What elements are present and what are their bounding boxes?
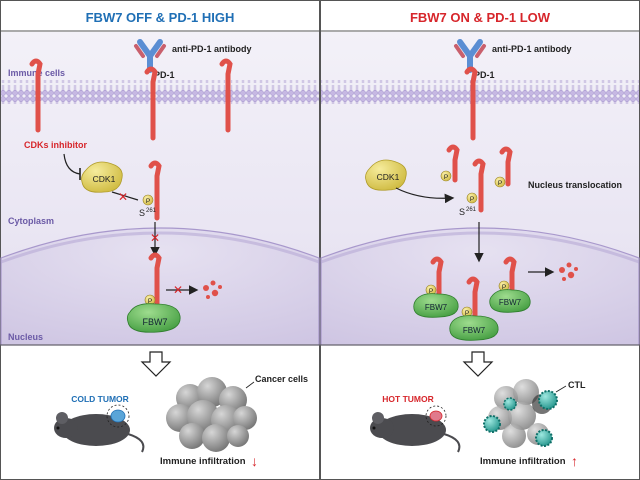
left-degraded-fragments [203, 280, 222, 299]
right-nucleus [320, 227, 640, 346]
left-block-x-1: ✕ [118, 190, 128, 204]
left-block-x-3: ✕ [173, 283, 183, 297]
right-outcome-arrow [462, 351, 494, 377]
right-phospho-badge-c [494, 176, 506, 188]
left-nuclear-pd1 [148, 252, 162, 313]
left-header-bg [1, 1, 319, 31]
left-cdk1-label: CDK1 [93, 174, 116, 184]
right-phospho-badge-a [440, 170, 452, 182]
left-fbw7-blob [126, 303, 181, 333]
left-mouse-icon [54, 404, 145, 453]
right-nuclear-phospho-a: P [429, 288, 433, 295]
left-infiltration-label: Immune infiltration [160, 456, 246, 467]
right-site-letter: S [459, 207, 465, 217]
right-cyto-pd1-b [472, 158, 486, 213]
right-pd1-label: PD-1 [474, 70, 495, 80]
left-tumor-label: COLD TUMOR [71, 394, 129, 404]
right-phospho-arrow [395, 187, 455, 204]
left-cancer-pointer [245, 381, 255, 389]
right-degraded-fragments [559, 262, 578, 281]
right-ctl-label: CTL [568, 380, 586, 390]
right-cdk1-label: CDK1 [377, 172, 400, 182]
right-fbw7-label-a: FBW7 [425, 303, 448, 312]
right-infiltration-arrow: ↑ [571, 453, 578, 469]
left-membrane [1, 80, 319, 104]
right-phospho-badge-b [466, 192, 478, 204]
right-tumor-with-ctl [483, 379, 558, 448]
right-fbw7-label-c: FBW7 [499, 298, 522, 307]
right-site-number: 261 [466, 207, 477, 213]
left-antibody-label: anti-PD-1 antibody [172, 44, 252, 54]
right-cdk1-blob [365, 159, 407, 191]
left-site-number: 261 [146, 208, 157, 214]
left-block-x-2: ✕ [150, 231, 160, 245]
right-tumor-label: HOT TUMOR [382, 394, 433, 404]
left-phospho-badge [142, 194, 154, 206]
right-cyto-pd1-c [499, 146, 513, 187]
left-pd1-label: PD-1 [154, 70, 175, 80]
right-phospho-text-b: P [470, 196, 474, 203]
left-nucleus-label: Nucleus [8, 332, 43, 342]
left-pd1-receptors [29, 58, 233, 141]
right-phospho-text-c: P [498, 180, 502, 187]
right-cyto-pd1-a [446, 144, 460, 183]
right-nuclear-phospho-b: P [465, 310, 469, 317]
right-antibody-icon [454, 39, 486, 73]
right-infiltration-label: Immune infiltration [480, 456, 566, 467]
left-panel-title: FBW7 OFF & PD-1 HIGH [86, 10, 235, 25]
left-phospho-arrow [111, 191, 139, 201]
right-panel-title: FBW7 ON & PD-1 LOW [410, 10, 551, 25]
right-nuclear-phospho-c: P [502, 284, 506, 291]
right-mouse-icon [370, 405, 461, 453]
left-cancer-cell-cluster [166, 377, 257, 452]
right-membrane-pd1 [464, 66, 478, 141]
left-site-letter: S [139, 208, 145, 218]
left-cytoplasm-label: Cytoplasm [8, 216, 54, 226]
right-ctl-pointer [555, 385, 567, 393]
left-fbw7-label: FBW7 [142, 317, 167, 327]
right-fbw7-complex-c [489, 256, 531, 313]
right-fbw7-label-b: FBW7 [463, 326, 486, 335]
right-fbw7-complex-b [449, 276, 499, 341]
left-cdk-inhibitor-label: CDKs inhibitor [24, 140, 87, 150]
left-nuclear-envelope [0, 231, 320, 264]
left-cyto-pd1 [148, 160, 162, 221]
right-translocation-label: Nucleus translocation [528, 180, 622, 190]
left-nuclear-phospho-text: P [148, 298, 152, 305]
left-cdk1-blob [81, 161, 123, 193]
left-cancer-label: Cancer cells [255, 374, 308, 384]
right-fbw7-complex-a [413, 256, 459, 318]
right-antibody-label: anti-PD-1 antibody [492, 44, 572, 54]
left-outcome-arrow [140, 351, 172, 377]
left-panel: FBW7 OFF & PD-1 HIGH Immune cells Cytopl… [0, 0, 320, 480]
left-phospho-text: P [146, 198, 150, 205]
left-antibody-icon [134, 39, 166, 73]
right-membrane [321, 80, 639, 104]
left-inhibition-line [63, 153, 81, 175]
left-infiltration-arrow: ↓ [251, 453, 258, 469]
right-phospho-text-a: P [444, 174, 448, 181]
left-nucleus [0, 227, 320, 346]
right-nuclear-envelope [320, 231, 640, 264]
right-panel: FBW7 ON & PD-1 LOW anti-PD-1 antibody PD… [320, 0, 640, 480]
